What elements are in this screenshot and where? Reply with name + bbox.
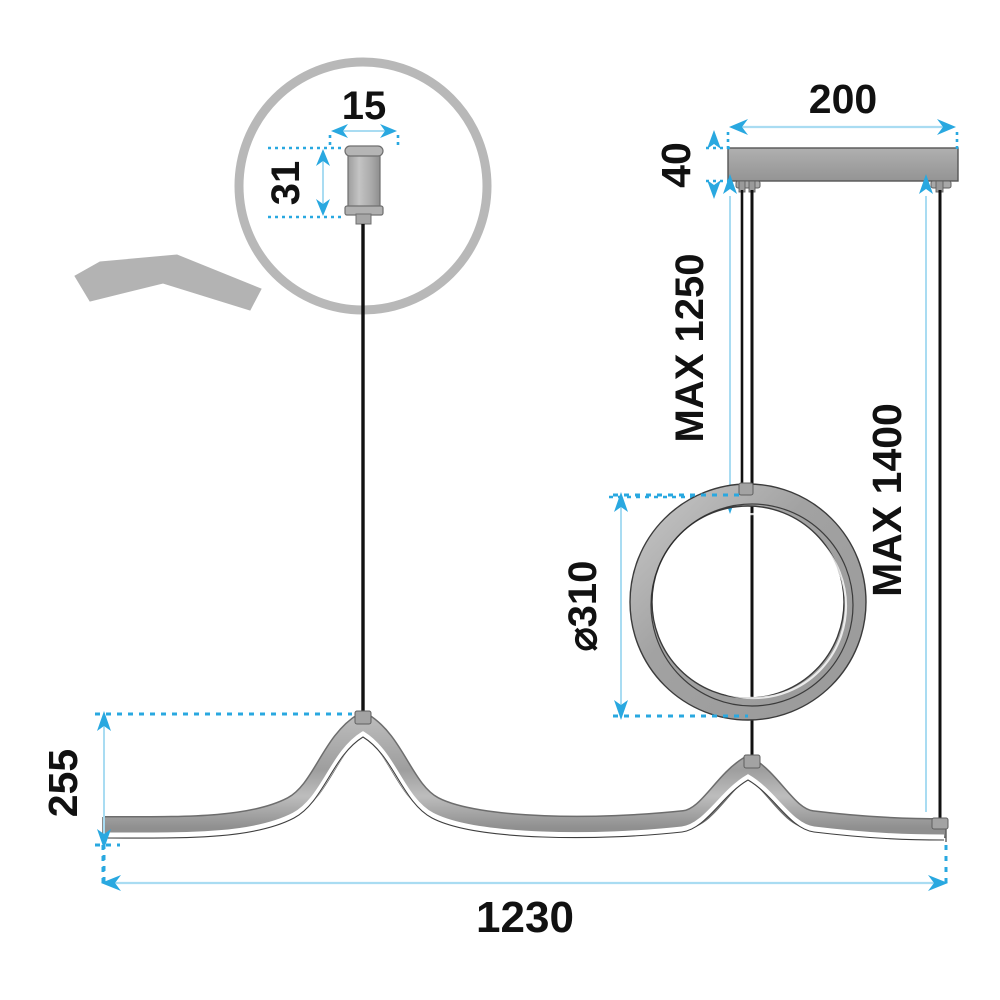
dimension-label-dia310: ⌀310 [561, 561, 605, 652]
dimension-socket-height: 31 [264, 146, 344, 219]
dimension-max-1250: MAX 1250 [609, 174, 742, 514]
dimension-label-31: 31 [264, 161, 308, 206]
ceiling-canopy-bar [727, 147, 959, 193]
dimension-canopy-height: 40 [653, 130, 730, 199]
cable-socket-detail [344, 145, 384, 714]
led-ring [629, 482, 867, 721]
bar-mount-left [354, 710, 372, 725]
dimension-label-1230: 1230 [476, 893, 574, 942]
bar-mount-right [931, 817, 949, 830]
dimension-bar-length: 1230 [101, 845, 948, 942]
wavy-led-bar [102, 710, 949, 842]
dimension-wave-height: 255 [40, 711, 352, 884]
dimension-label-max1250: MAX 1250 [668, 254, 712, 443]
dimension-label-max1400: MAX 1400 [864, 403, 910, 597]
dimension-label-15: 15 [342, 84, 387, 128]
dimension-canopy-width: 200 [726, 76, 959, 150]
bar-mount-middle [743, 754, 761, 769]
dimension-label-255: 255 [40, 749, 86, 817]
dimension-max-1400: MAX 1400 [864, 174, 933, 838]
dimension-label-200: 200 [809, 76, 877, 122]
dimension-ring-diameter: ⌀310 [561, 492, 748, 720]
dimension-label-40: 40 [653, 142, 699, 188]
dimension-socket-width: 15 [328, 84, 400, 148]
